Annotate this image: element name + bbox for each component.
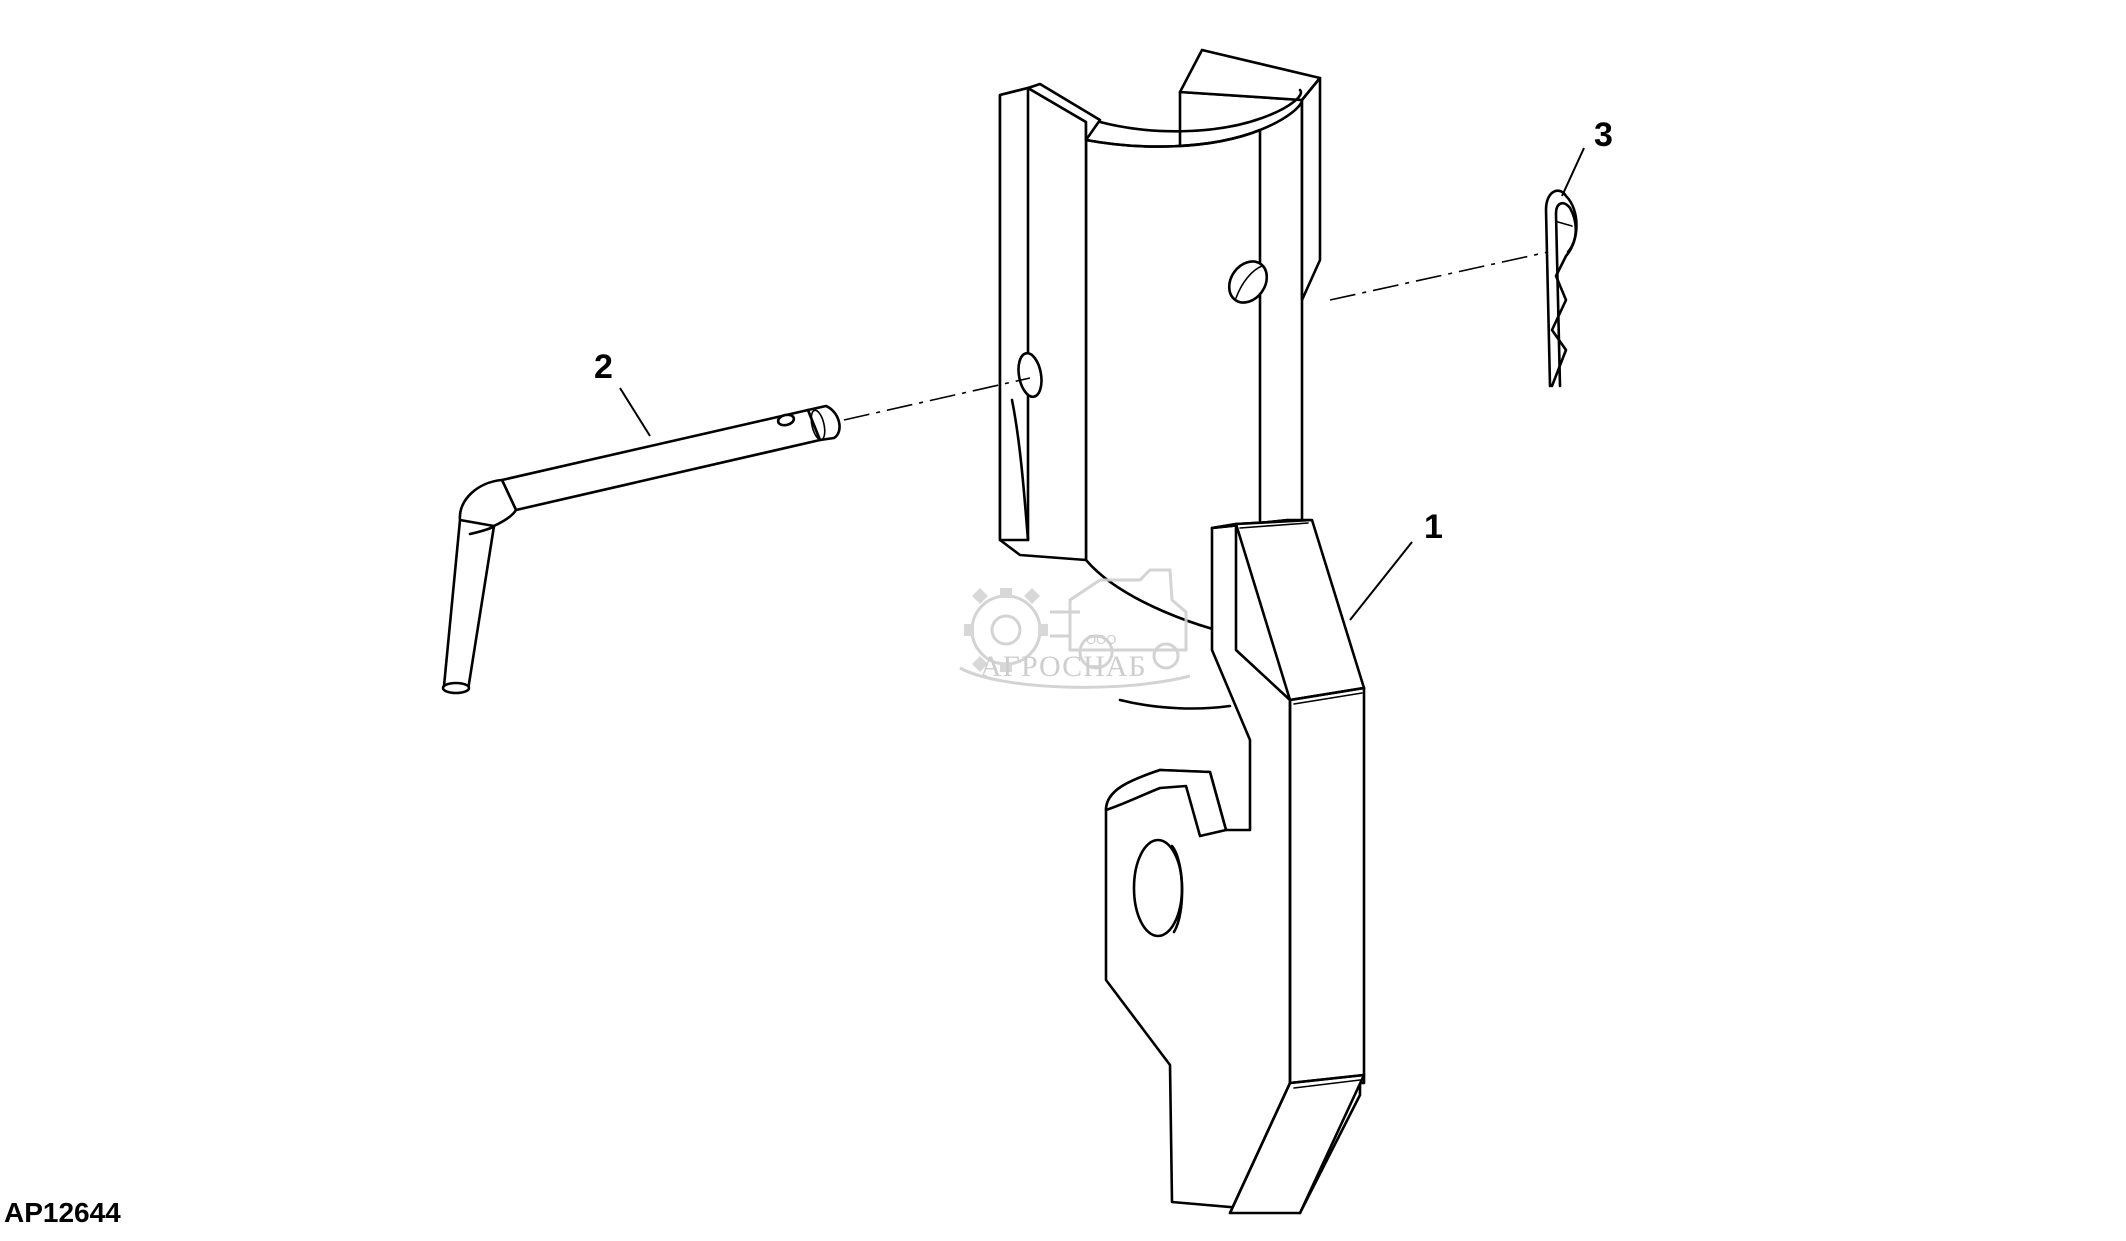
callout-2-label: 2 [594,348,613,386]
watermark-company-prefix: ООО [1086,632,1116,647]
callout-3-label: 3 [1594,116,1613,154]
clip-axis-line [1329,251,1549,301]
watermark-company-name: АГРОСНАБ [980,650,1147,683]
watermark-logo: ООО АГРОСНАБ [959,568,1191,689]
hitch-latch [1104,518,1366,1215]
gear-icon [964,588,1048,672]
pin [441,404,841,695]
callout-2-leader [619,387,651,437]
spring-locking-pin [1544,189,1578,388]
pin-axis-line [843,377,1031,421]
callout-1-leader [1349,541,1413,621]
combine-harvester-icon [1050,568,1188,670]
callout-1-label: 1 [1424,508,1443,546]
bracket-channel [998,48,1322,710]
callout-3-leader [1561,147,1585,197]
figure-id: AP12644 [4,1197,121,1228]
